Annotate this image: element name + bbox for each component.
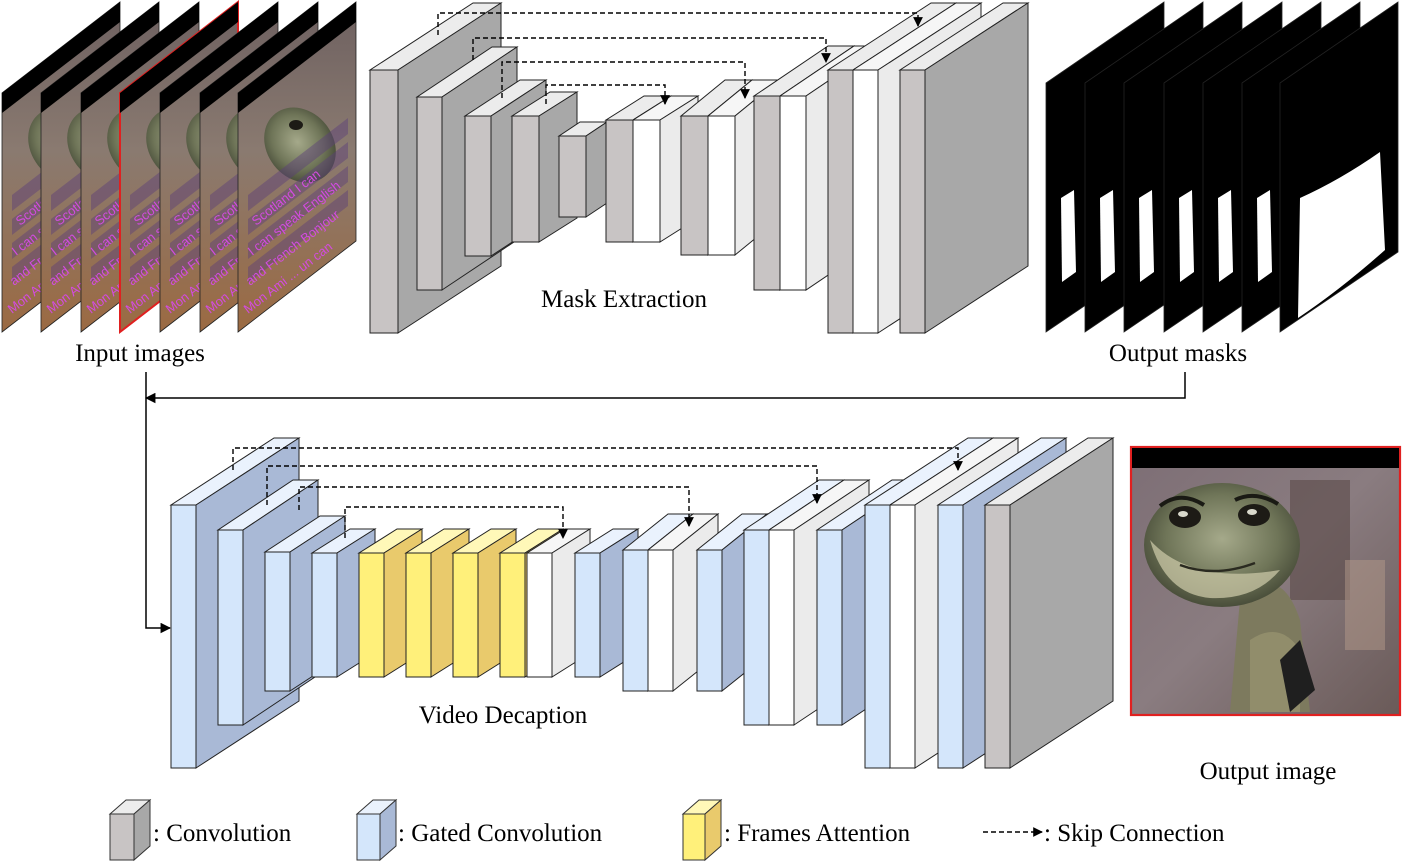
skip-connection [266,465,822,505]
flow-arrows [144,372,1186,634]
input-images-label: Input images [75,340,205,367]
mask-extraction-network [368,2,1030,334]
input-to-decaption-arrow [145,372,172,634]
skip-connection [298,486,694,527]
skip-connection [501,61,750,99]
video-decaption-network [169,437,1115,769]
output-masks [1045,1,1399,333]
legend-convolution-label: : Convolution [153,820,292,847]
convolution-block [898,2,1030,334]
output-mask-frame [1279,1,1399,333]
network-block [983,437,1115,769]
skip-connection [344,506,568,539]
output-image [1129,445,1402,717]
convolution-block [557,121,609,218]
legend-gated-convolution-swatch [355,798,398,862]
skip-connection [545,84,670,105]
mask-extraction-label: Mask Extraction [541,286,707,313]
legend-frames-attention-label: : Frames Attention [724,820,911,847]
video-decaption-label: Video Decaption [419,702,588,729]
mask-skip-connections [437,12,923,105]
skip-connection [437,12,923,35]
legend-skip-connection-label: : Skip Connection [1044,820,1225,847]
legend: : Convolution : Gated Convolution : Fram… [108,798,1225,862]
masks-to-decaption-arrow [144,372,1186,404]
output-image-label: Output image [1200,758,1337,785]
legend-convolution-swatch [108,798,152,862]
skip-connection [472,37,831,63]
legend-frames-attention-swatch [681,798,723,862]
output-masks-label: Output masks [1109,340,1247,367]
legend-gated-convolution-label: : Gated Convolution [398,820,603,847]
skip-connection [232,447,963,471]
decaption-skip-connections [232,447,963,539]
convolution-block [631,95,700,243]
